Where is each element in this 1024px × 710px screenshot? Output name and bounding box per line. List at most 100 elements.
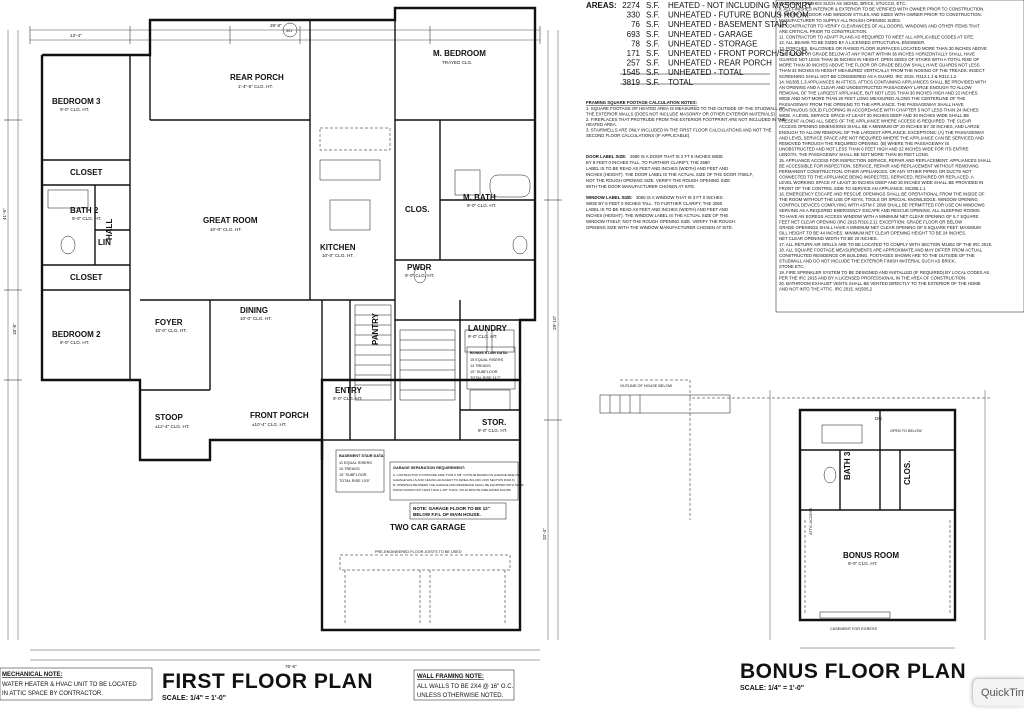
room-sub: 9'-0" CLG. HT. xyxy=(467,203,496,208)
general-note-line: 9. VERIFY ALL DOOR AND WINDOW STYLES AND… xyxy=(779,12,982,17)
general-note-line: 16. EMERGENCY ESCAPE AND RESCUE OPENINGS… xyxy=(779,191,985,196)
first-floor-plan: 301 M. BEDROOM TRAYED CLG. REAR PORCH 1'… xyxy=(2,6,562,669)
room-sub: 9'-0" CLG. HT. xyxy=(60,107,89,112)
dimension-lines xyxy=(4,26,562,661)
general-note-line: NET CLEAR OPENING WIDTH TO BE 20 INCHES. xyxy=(779,236,878,241)
door-note-line: BY 8 FEET 0 INCHES TALL. TO FURTHER CLAR… xyxy=(586,160,710,165)
bonus-floor-title-block: BONUS FLOOR PLAN SCALE: 1/4" = 1'-0" xyxy=(740,660,966,692)
general-note-line: PER THE IRC 2015 AND BY A LICENSED PROFE… xyxy=(779,275,966,280)
general-note-line: SCREENING SHALL NOT BE CONSIDERED AS A G… xyxy=(779,74,957,79)
room-name: HALL xyxy=(105,219,114,240)
room-name: BEDROOM 2 xyxy=(52,330,101,339)
general-note-line: 13. PORCHES, BALCONIES OR RAISED FLOOR S… xyxy=(779,46,987,51)
room-name: STOOP xyxy=(155,413,184,422)
general-note-line: PASSAGEWAY FROM THE OPENING TO THE APPLI… xyxy=(779,102,964,107)
general-note-line: TO HAVE AN EGRESS ACCESS WINDOW WITH A M… xyxy=(779,214,978,219)
general-note-line: 17. ALL RETURN AIR GRILLS ARE TO BE LOCA… xyxy=(779,242,992,247)
room-sub: 9'-0" CLG. HT. xyxy=(60,340,89,345)
general-note-line: 18. ALL SQUARE FOOTAGE MEASUREMENTS ARE … xyxy=(779,247,983,252)
svg-text:FRAMING SQUARE FOOTAGE CALCULA: FRAMING SQUARE FOOTAGE CALCULATION NOTES… xyxy=(586,100,698,105)
general-note-line: 12. ALL BEAMS TO BE SIZED BY A LICENSED … xyxy=(779,40,925,45)
svg-text:GARAGE SEPARATION REQUIREMENT:: GARAGE SEPARATION REQUIREMENT: xyxy=(393,466,465,470)
area-value: 171 xyxy=(627,49,641,58)
room-sub: 10'-0" CLG. HT. xyxy=(240,316,272,321)
dim-label: 18'-8" xyxy=(12,323,17,335)
header-note: PRE-ENGINEERED FLOOR JOISTS TO BE USED xyxy=(375,550,462,554)
area-desc: HEATED - NOT INCLUDING MASONRY xyxy=(668,1,813,10)
general-note-line: THE ROOM WITHOUT THE USE OF KEYS, TOOLS … xyxy=(779,197,979,202)
svg-text:15 EQUAL RISERS: 15 EQUAL RISERS xyxy=(470,358,504,362)
area-desc: UNHEATED - GARAGE xyxy=(668,30,753,39)
svg-text:BASEMENT STAIR DATA:: BASEMENT STAIR DATA: xyxy=(339,454,385,458)
framing-note-line: 1. SQUARE FOOTAGE OF HEATED AREA IS MEAS… xyxy=(586,106,785,111)
room-sub: 10'-0" CLG. HT. xyxy=(322,253,354,258)
quicktime-overlay[interactable]: QuickTime xyxy=(972,678,1024,706)
room-name: LAUNDRY xyxy=(468,324,507,333)
dim-label: 13'-4" xyxy=(70,33,82,38)
room-sub: 10'-0" CLG. HT. xyxy=(210,227,242,232)
scale-label: SCALE: 1/4" = 1'-0" xyxy=(740,685,804,692)
svg-text:BELOW F.F.L OF MAIN HOUSE.: BELOW F.F.L OF MAIN HOUSE. xyxy=(413,512,481,517)
framing-note-line: 3. STAIRWELLS ARE ONLY INCLUDED IN THE F… xyxy=(586,128,772,133)
window-note-line: INCHES (HEIGHT). THE WINDOW LABEL IS THE… xyxy=(586,213,728,218)
area-value: 3819 xyxy=(622,78,640,87)
room-name: FOYER xyxy=(155,318,183,327)
framing-notes: FRAMING SQUARE FOOTAGE CALCULATION NOTES… xyxy=(586,100,786,138)
svg-text:10 TREADS: 10 TREADS xyxy=(339,467,360,471)
area-value: 76 xyxy=(631,20,640,29)
room-sub: 9'-0" CLG. HT. xyxy=(333,396,362,401)
first-floor-title-block: FIRST FLOOR PLAN SCALE: 1/4" = 1'-0" xyxy=(162,670,373,702)
room-name: FRONT PORCH xyxy=(250,411,309,420)
bonus-floor-plan: BONUS ROOM 9'-0" CLG. HT. BATH 3 CLOS. O… xyxy=(599,379,990,649)
room-name: GREAT ROOM xyxy=(203,216,258,225)
general-note-line: SILL HEIGHT TO BE 44 INCHES. MINIMUM NET… xyxy=(779,231,966,236)
area-unit: S.F. xyxy=(646,11,660,20)
general-note-line: STUDWALL AND DO NOT INCLUDE THE EXTERIOR… xyxy=(779,259,956,264)
room-name: CLOSET xyxy=(70,168,103,177)
bonus-label: DN xyxy=(875,416,882,421)
general-note-line: GUARDS NOT LESS THAN 36 INCHES IN HEIGHT… xyxy=(779,57,980,62)
svg-text:B: OPENINGS BETWEEN THE GARAGE: B: OPENINGS BETWEEN THE GARAGE AND RESID… xyxy=(393,483,525,487)
general-note-line: AN OPENING AND A CLEAR AND UNOBSTRUCTED … xyxy=(779,85,973,90)
area-unit: S.F. xyxy=(646,30,660,39)
general-note-line: GRADE OPENINGS SHALL HAVE A MINIMUM NET … xyxy=(779,225,981,230)
general-note-line: MORE THAN 30 INCHES ABOVE THE FLOOR OR G… xyxy=(779,63,980,68)
svg-text:UNLESS OTHERWISE NOTED.: UNLESS OTHERWISE NOTED. xyxy=(417,693,504,699)
room-name: KITCHEN xyxy=(320,243,356,252)
framing-note-line: SECOND FLOOR CALCULATIONS (IF APPLICABLE… xyxy=(586,133,691,138)
room-name: REAR PORCH xyxy=(230,73,284,82)
svg-text:ALL WALLS TO BE 2X4 @ 16" O.C.: ALL WALLS TO BE 2X4 @ 16" O.C. xyxy=(417,684,514,690)
bonus-label: OUTLINE OF HOUSE BELOW xyxy=(620,384,673,388)
general-note-line: BE ACCESSIBLE FOR INSPECTION, SERVICE, R… xyxy=(779,163,979,168)
area-unit: S.F. xyxy=(646,39,660,48)
door-note-line: WITH THE DOOR MANUFACTURER CHOSEN AT SIT… xyxy=(586,184,695,189)
svg-text:GARAGE WALLS AND CEILING ADJAC: GARAGE WALLS AND CEILING ADJACENT TO DWE… xyxy=(393,478,515,482)
area-value: 330 xyxy=(627,11,641,20)
svg-text:WATER HEATER & HVAC UNIT TO BE: WATER HEATER & HVAC UNIT TO BE LOCATED xyxy=(2,682,137,688)
bonus-stair-data: BONUS STAIR DATA: 15 EQUAL RISERS 14 TRE… xyxy=(466,346,516,390)
bonus-label: OPEN TO BELOW xyxy=(890,429,922,433)
svg-text:10" SUBFLOOR: 10" SUBFLOOR xyxy=(470,370,498,374)
door-note-line: 2680 IS A DOOR THAT IS 2 FT 6 INCHES WID… xyxy=(630,154,723,159)
dim-label: 20'-4" xyxy=(542,528,547,540)
general-note-line: WIDE. A LEVEL SERVICE SPACE AT LEAST 30 … xyxy=(779,113,969,118)
room-sub: ±10'-4" CLG. HT. xyxy=(252,422,286,427)
room-sub: 9'-0" CLG. HT. xyxy=(72,216,101,221)
svg-text:A: CONTRACTOR TO PROVIDE FIRE: A: CONTRACTOR TO PROVIDE FIRE TYPE-X 5/8… xyxy=(393,473,520,477)
general-note-line: CONNECTED TO THE APPLIANCE BEING INSPECT… xyxy=(779,175,974,180)
bonus-label: CASEMENT FOR EGRESS xyxy=(830,627,877,631)
general-note-line: LENGTH, THE PASSAGEWAY SHALL BE NOT MORE… xyxy=(779,152,929,157)
door-note-line: LABEL IS TO BE READ AS FEET AND INCHES (… xyxy=(586,166,728,171)
general-note-line: 10. CONTRACTOR TO VERIFY CLEARANCES OF A… xyxy=(779,23,980,28)
garage-floor-note: NOTE: GARAGE FLOOR TO BE 12" BELOW F.F.L… xyxy=(409,502,507,520)
area-unit: S.F. xyxy=(646,59,660,68)
general-note-line: AND LEVEL SERVICE SPACE ARE NOT REQUIRED… xyxy=(779,135,984,140)
area-value: 693 xyxy=(627,30,641,39)
room-sub: TRAYED CLG. xyxy=(442,60,472,65)
room-sub: 9'-0" CLG. HT. xyxy=(848,561,877,566)
general-note-line: THAN 34 INCHES IN HEIGHT MEASURED VERTIC… xyxy=(779,68,985,73)
general-note-line: 14. M1305.1.3 APPLIANCES IN ATTICS. ATTI… xyxy=(779,79,986,84)
room-sub: 1'-4"-6" CLG. HT. xyxy=(238,84,273,89)
room-name: CLOS. xyxy=(405,205,429,214)
